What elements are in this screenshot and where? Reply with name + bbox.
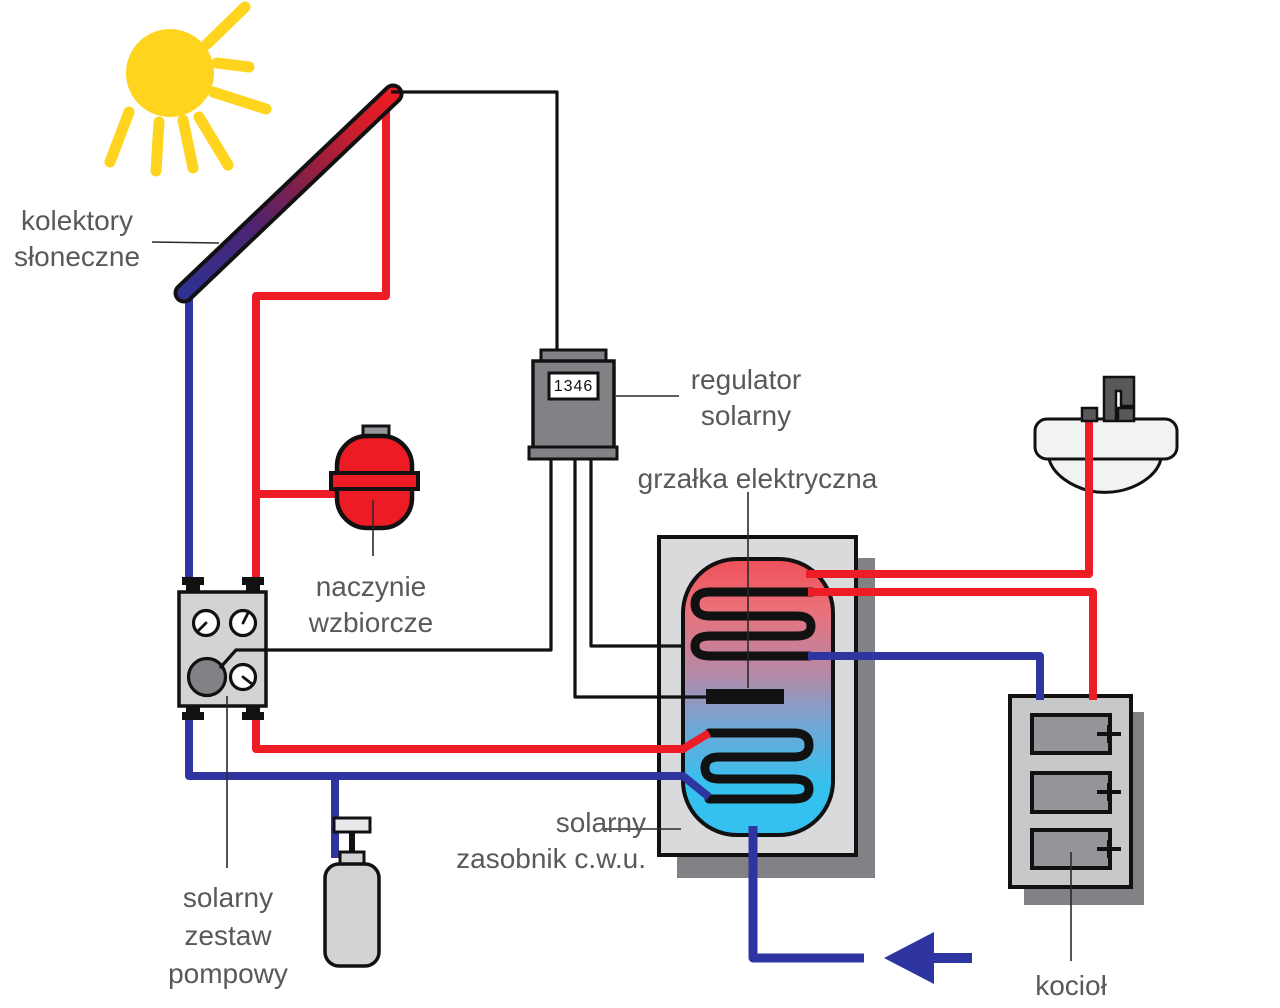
label-boiler-line1: kocioł [1035,970,1107,1001]
faucet-icon [1080,375,1136,423]
label-collectors-line2: słoneczne [13,241,141,272]
label-tank-line2: zasobnik c.w.u. [456,843,646,874]
label-controller-line2: solarny [700,400,792,431]
cold-water-inlet-pipe [748,826,864,963]
label-boiler: kocioł [1021,968,1121,1004]
pump-circle [186,656,228,698]
bottle-body [323,862,381,968]
wire-controller-heater [573,455,708,699]
label-tank-line1: solarny [555,807,646,838]
boiler-door-handles [1097,725,1121,858]
solar-return-pipe [185,716,712,801]
vessel-band [329,471,420,491]
sink-basin [1033,417,1179,461]
label-tank: solarny zasobnik c.w.u. [400,805,646,877]
label-heater-line1: grzałka elektryczna [637,463,878,494]
gauge-needles [195,611,254,686]
pointer-lines [151,241,1072,961]
electric-heater-element [706,689,784,704]
boiler-return-pipe [808,652,1044,700]
collector-supply-pipe-hot [252,98,390,580]
label-vessel-line1: naczynie [315,571,427,602]
label-controller: regulator solarny [660,362,832,434]
tank-upper-coil [690,587,817,661]
cold-water-arrow-icon [884,932,972,984]
sink-bowl [1047,457,1163,494]
controller-display [547,371,600,401]
pointer-collectors [151,241,220,244]
label-vessel: naczynie wzbiorcze [296,569,446,641]
solar-controller [527,348,619,461]
label-controller-line1: regulator [690,364,802,395]
label-heater: grzałka elektryczna [620,461,895,497]
bottle-handle [332,816,372,834]
tank-lower-coil [700,728,814,804]
wire-controller-tank-sensor [589,455,683,648]
wire-controller-pump [218,455,553,670]
sun-icon [104,1,272,177]
label-pump-line3: pompowy [168,958,288,989]
expansion-vessel [329,424,420,531]
boiler-supply-pipe [808,588,1097,700]
dhw-outlet-pipe [806,420,1093,578]
pump-station-fittings [182,577,264,720]
solar-flow-pipe [252,716,712,753]
label-pump-line1: solarny [182,882,274,913]
label-pump-line2: zestaw [184,920,272,951]
sink [1033,417,1179,494]
control-wires [218,455,708,699]
label-pump: solarny zestaw pompowy [153,879,303,993]
solar-collector [173,83,404,304]
label-vessel-line2: wzbiorcze [308,607,434,638]
collector-sensor-wire [391,90,559,352]
boiler [1008,694,1144,905]
pipes [185,420,1097,984]
controller-base [527,445,619,461]
fill-bottle [323,816,381,968]
controller-display-value: 1346 [553,378,594,395]
label-collectors: kolektory słoneczne [0,203,154,275]
label-collectors-line1: kolektory [20,205,134,236]
